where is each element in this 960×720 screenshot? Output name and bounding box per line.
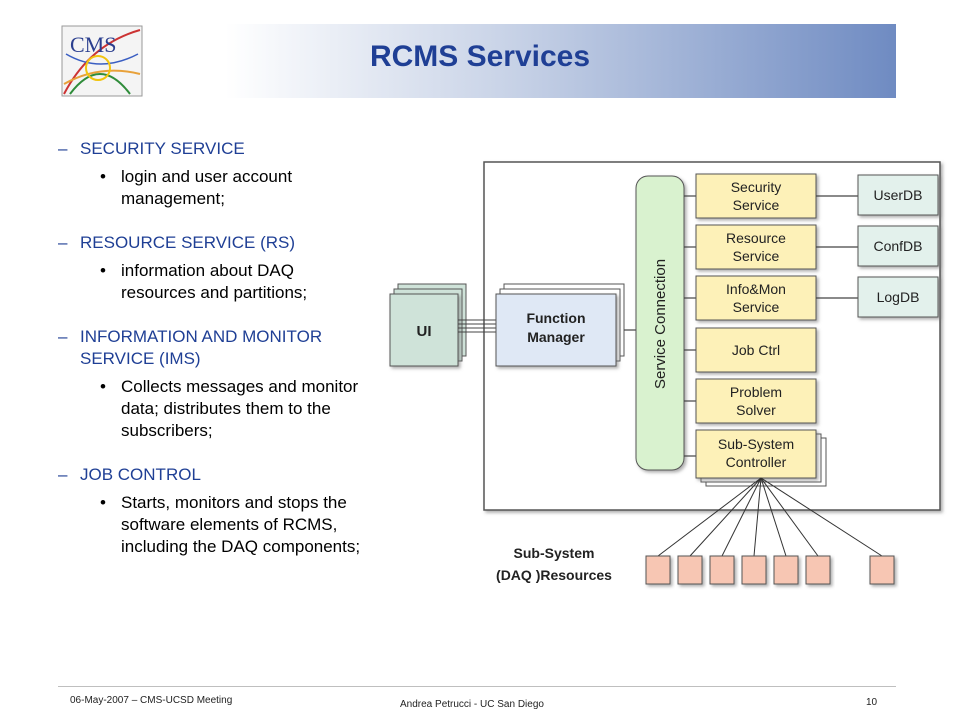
info-mon-service-box: Info&Mon Service bbox=[695, 275, 817, 321]
service-db-connectors bbox=[816, 195, 858, 299]
resource-box bbox=[773, 555, 799, 585]
svg-text:Info&Mon: Info&Mon bbox=[726, 281, 786, 297]
section-heading: –RESOURCE SERVICE (RS) bbox=[58, 233, 296, 252]
logdb-box: LogDB bbox=[857, 276, 939, 318]
svg-text:Service: Service bbox=[733, 299, 780, 315]
resource-service-box: Resource Service bbox=[695, 224, 817, 270]
service-connection-label: Service Connection bbox=[652, 259, 669, 389]
resources-label: (DAQ )Resources bbox=[496, 567, 612, 583]
footer-author: Andrea Petrucci - UC San Diego bbox=[400, 699, 544, 710]
title-bar bbox=[58, 24, 896, 98]
svg-text:Job Ctrl: Job Ctrl bbox=[732, 342, 780, 358]
svg-text:Solver: Solver bbox=[736, 402, 776, 418]
footer-date: 06-May-2007 – CMS-UCSD Meeting bbox=[70, 695, 233, 706]
confdb-box: ConfDB bbox=[857, 225, 939, 267]
services-list: –SECURITY SERVICE •login and user accoun… bbox=[58, 138, 438, 558]
page-number: 10 bbox=[866, 697, 878, 708]
sc-service-connectors bbox=[684, 195, 696, 457]
footer-divider bbox=[58, 686, 896, 687]
resource-box bbox=[869, 555, 895, 585]
svg-text:LogDB: LogDB bbox=[877, 289, 920, 305]
ui-box: UI bbox=[389, 283, 467, 367]
svg-text:Resource: Resource bbox=[726, 230, 786, 246]
resource-box bbox=[709, 555, 735, 585]
ui-fm-connector bbox=[458, 319, 496, 333]
cms-logo-text: CMS bbox=[70, 32, 116, 57]
svg-text:Security: Security bbox=[731, 179, 782, 195]
svg-text:Sub-System: Sub-System bbox=[718, 436, 794, 452]
ui-label: UI bbox=[417, 323, 432, 340]
svg-text:Function: Function bbox=[526, 310, 585, 326]
svg-text:Manager: Manager bbox=[527, 329, 585, 345]
resource-box bbox=[645, 555, 671, 585]
cms-logo: CMS bbox=[61, 25, 143, 97]
security-service-box: Security Service bbox=[695, 173, 817, 219]
svg-text:Service: Service bbox=[733, 197, 780, 213]
section-heading: –SECURITY SERVICE bbox=[58, 139, 245, 158]
svg-text:ConfDB: ConfDB bbox=[873, 238, 922, 254]
section-heading: –JOB CONTROL bbox=[58, 465, 201, 484]
svg-text:Controller: Controller bbox=[726, 454, 787, 470]
resource-box bbox=[677, 555, 703, 585]
resource-box bbox=[741, 555, 767, 585]
page-title: RCMS Services bbox=[369, 40, 591, 73]
problem-solver-box: Problem Solver bbox=[695, 378, 817, 424]
daq-resources bbox=[645, 555, 895, 585]
resource-box bbox=[805, 555, 831, 585]
job-ctrl-box: Job Ctrl bbox=[695, 327, 817, 373]
resources-label: Sub-System bbox=[514, 545, 595, 561]
rcms-architecture-diagram: UI Function Manager Service Connection S… bbox=[389, 161, 941, 585]
svg-text:Problem: Problem bbox=[730, 384, 782, 400]
sub-system-controller-box: Sub-System Controller bbox=[695, 429, 827, 487]
svg-text:Service: Service bbox=[733, 248, 780, 264]
function-manager-box: Function Manager bbox=[495, 283, 625, 367]
svg-text:UserDB: UserDB bbox=[873, 187, 922, 203]
resource-fan-lines bbox=[657, 477, 883, 557]
userdb-box: UserDB bbox=[857, 174, 939, 216]
service-connection-bar bbox=[635, 175, 685, 471]
